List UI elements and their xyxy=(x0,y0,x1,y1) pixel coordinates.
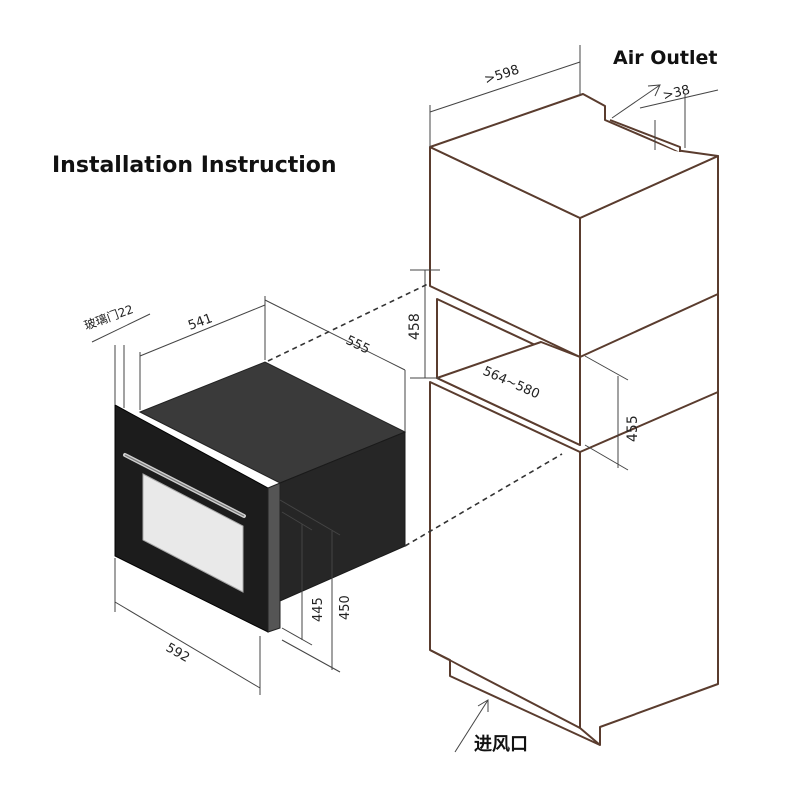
dim-outlet-gap: >38 xyxy=(661,83,691,104)
cabinet-top xyxy=(429,93,719,219)
projection-bottom xyxy=(404,453,563,547)
air-inlet-arrow xyxy=(454,699,489,753)
outlet-slot xyxy=(609,119,681,152)
diagram-title: Installation Instruction xyxy=(52,153,337,178)
glass-door-label: 玻璃门22 xyxy=(82,301,135,333)
air-outlet-label: Air Outlet xyxy=(613,47,718,69)
oven xyxy=(114,282,563,633)
air-outlet-arrow xyxy=(611,84,661,119)
dim-oven-body-width: 541 xyxy=(186,311,214,334)
air-inlet-label: 进风口 xyxy=(474,734,528,755)
cabinet-lower-side xyxy=(579,391,719,746)
oven-handle xyxy=(123,453,246,518)
dim-oven-depth: 555 xyxy=(343,333,372,357)
cabinet-plinth xyxy=(429,649,601,746)
dim-oven-height-450: 450 xyxy=(338,595,353,620)
dim-oven-height-445: 445 xyxy=(311,597,326,622)
oven-door-edge xyxy=(267,482,281,633)
oven-window xyxy=(142,473,244,593)
dim-niche-height: 458 xyxy=(407,313,423,340)
cabinet xyxy=(429,93,719,746)
dim-niche-side-height: 455 xyxy=(625,415,641,442)
niche-floor xyxy=(436,341,581,446)
projection-top xyxy=(267,282,431,362)
dim-oven-front-width: 592 xyxy=(163,640,192,665)
